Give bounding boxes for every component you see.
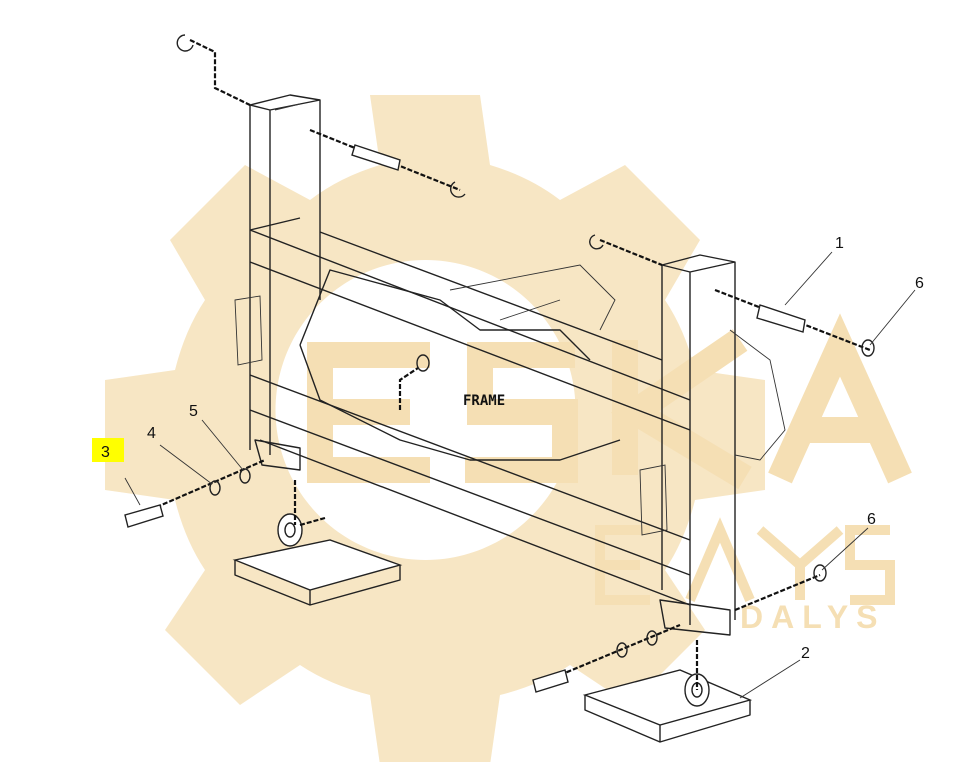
callout-6-lower[interactable]: 6 xyxy=(867,511,876,528)
callout-6-upper[interactable]: 6 xyxy=(915,275,924,292)
callout-2[interactable]: 2 xyxy=(801,645,810,662)
watermark-brand xyxy=(307,313,912,490)
callout-4[interactable]: 4 xyxy=(147,425,156,442)
hardware xyxy=(124,34,875,693)
callout-3[interactable]: 3 xyxy=(101,444,110,461)
watermark-gear-logo: DALYS xyxy=(105,95,912,762)
watermark-brand-outline xyxy=(595,517,895,605)
callout-5[interactable]: 5 xyxy=(189,403,198,420)
frame-assembly: FRAME xyxy=(234,94,786,636)
leader-lines xyxy=(124,251,916,699)
mount-plate-right xyxy=(582,669,753,743)
callout-1[interactable]: 1 xyxy=(835,235,844,252)
frame-label: FRAME xyxy=(463,393,505,409)
callout-highlight xyxy=(92,438,124,462)
watermark-sub: DALYS xyxy=(740,599,886,635)
